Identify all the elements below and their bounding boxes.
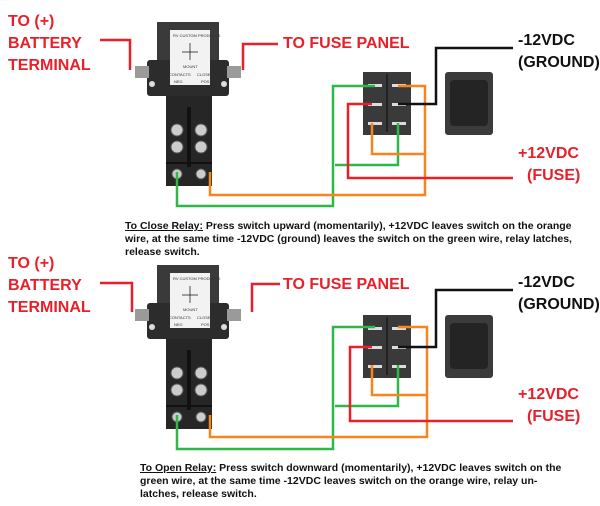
relay-brand: RV CUSTOM PRODUCTS bbox=[173, 33, 221, 38]
green-wire bbox=[175, 325, 375, 451]
orange-wire bbox=[208, 325, 429, 439]
battery-label-line2: BATTERY bbox=[8, 35, 82, 52]
ground-wire bbox=[398, 288, 513, 349]
relay-contacts: CONTACTS bbox=[169, 72, 191, 77]
panel-open-relay: RV CUSTOM PRODUCTS MOUNT CONTACTS NEG CL… bbox=[8, 255, 600, 451]
green-jumper-wire bbox=[335, 365, 400, 408]
battery-label-line3: TERMINAL bbox=[8, 299, 91, 316]
orange-jumper-wire bbox=[370, 123, 425, 156]
fuse-panel-wire bbox=[241, 42, 278, 70]
battery-label-line3: TERMINAL bbox=[8, 57, 91, 74]
relay-solenoid-image bbox=[134, 264, 242, 430]
ground-label-line1: -12VDC bbox=[518, 32, 575, 49]
green-jumper-wire bbox=[335, 123, 400, 167]
orange-jumper-wire bbox=[370, 365, 427, 397]
relay-contacts: CONTACTS bbox=[169, 315, 191, 320]
relay-mount: MOUNT bbox=[183, 307, 198, 312]
fuse-label-line1: +12VDC bbox=[518, 386, 579, 403]
close-relay-instructions: To Close Relay: Press switch upward (mom… bbox=[125, 220, 585, 259]
relay-brand: RV CUSTOM PRODUCTS bbox=[173, 276, 221, 281]
battery-label-line1: TO (+) bbox=[8, 255, 54, 272]
open-relay-text: Press switch downward (momentarily), +12… bbox=[140, 462, 562, 500]
battery-label-line1: TO (+) bbox=[8, 13, 54, 30]
relay-neg: NEG bbox=[174, 79, 183, 84]
battery-wire bbox=[100, 281, 134, 312]
relay-solenoid-image bbox=[134, 21, 242, 187]
close-relay-text: Press switch upward (momentarily), +12VD… bbox=[125, 220, 572, 258]
fuse-label-line1: +12VDC bbox=[518, 145, 579, 162]
close-relay-title: To Close Relay: bbox=[125, 220, 203, 232]
relay-neg: NEG bbox=[174, 322, 183, 327]
rocker-switch-image bbox=[445, 315, 493, 378]
ground-label-line2: (GROUND) bbox=[518, 296, 600, 313]
fuse-panel-wire bbox=[250, 282, 280, 312]
fuse-power-wire bbox=[348, 345, 513, 423]
relay-pos: POS bbox=[201, 322, 210, 327]
battery-wire bbox=[100, 38, 132, 70]
fuse-panel-label: TO FUSE PANEL bbox=[283, 35, 410, 52]
orange-wire bbox=[208, 84, 427, 197]
relay-closed: CLOSED bbox=[197, 315, 214, 320]
fuse-label-line2: (FUSE) bbox=[527, 167, 580, 184]
green-wire bbox=[175, 84, 375, 208]
ground-wire bbox=[398, 46, 513, 106]
panel-close-relay: RV CUSTOM PRODUCTS MOUNT CONTACTS NEG CL… bbox=[8, 13, 600, 208]
fuse-label-line2: (FUSE) bbox=[527, 408, 580, 425]
ground-label-line1: -12VDC bbox=[518, 274, 575, 291]
relay-pos: POS bbox=[201, 79, 210, 84]
battery-label-line2: BATTERY bbox=[8, 277, 82, 294]
open-relay-instructions: To Open Relay: Press switch downward (mo… bbox=[140, 462, 570, 501]
ground-label-line2: (GROUND) bbox=[518, 54, 600, 71]
relay-mount: MOUNT bbox=[183, 64, 198, 69]
rocker-switch-image bbox=[445, 72, 493, 135]
relay-closed: CLOSED bbox=[197, 72, 214, 77]
fuse-panel-label: TO FUSE PANEL bbox=[283, 276, 410, 293]
open-relay-title: To Open Relay: bbox=[140, 462, 217, 474]
fuse-power-wire bbox=[346, 102, 513, 180]
